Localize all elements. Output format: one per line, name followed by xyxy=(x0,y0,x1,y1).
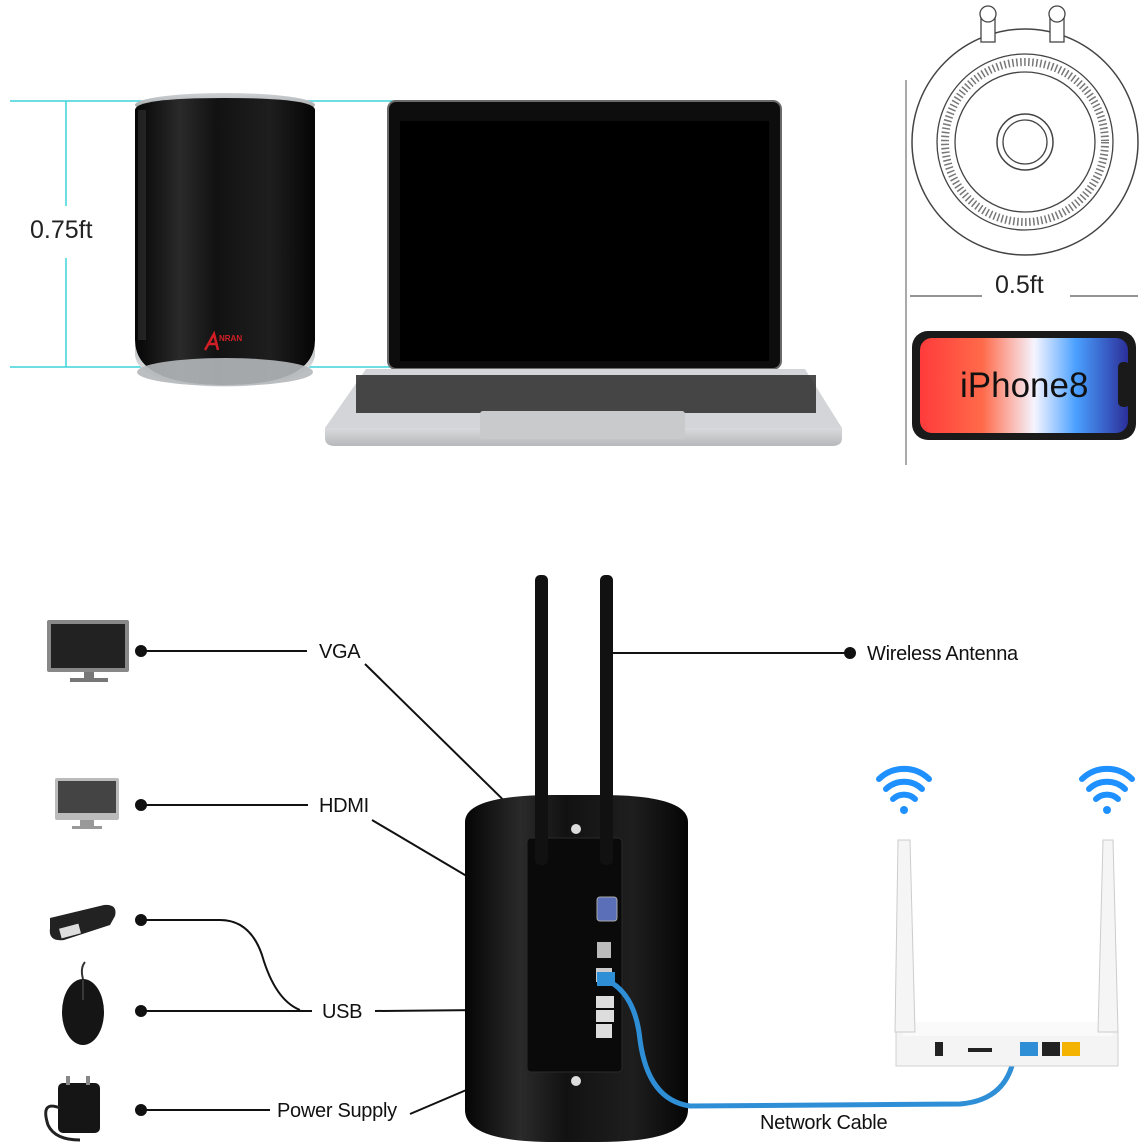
nvr-device-rear xyxy=(465,575,688,1142)
anran-logo: NRAN xyxy=(203,330,242,351)
router-icon xyxy=(894,839,1119,1067)
phone-label: iPhone8 xyxy=(960,366,1089,405)
cable-plug-left xyxy=(597,972,615,986)
mouse-icon xyxy=(62,961,104,1045)
svg-text:NRAN: NRAN xyxy=(219,334,242,343)
vga-monitor-icon xyxy=(47,620,129,682)
usb-label: USB xyxy=(322,1001,363,1023)
power-supply-label: Power Supply xyxy=(277,1100,397,1122)
hdmi-label: HDMI xyxy=(319,795,369,817)
network-cable-label: Network Cable xyxy=(760,1112,888,1134)
iphone-illustration xyxy=(912,331,1136,440)
width-label: 0.5ft xyxy=(995,271,1044,299)
wifi-icon xyxy=(876,765,1135,814)
vga-label: VGA xyxy=(319,641,361,663)
power-adapter-icon xyxy=(44,1076,100,1142)
device-top-view xyxy=(905,5,1139,465)
network-cable xyxy=(601,975,1018,1109)
height-label: 0.75ft xyxy=(30,216,93,244)
hdmi-monitor-icon xyxy=(55,778,119,829)
wireless-antenna-label: Wireless Antenna xyxy=(867,643,1018,665)
cylinder-device-front xyxy=(135,93,315,387)
laptop-illustration xyxy=(325,100,842,446)
usb-stick-icon xyxy=(49,904,116,941)
